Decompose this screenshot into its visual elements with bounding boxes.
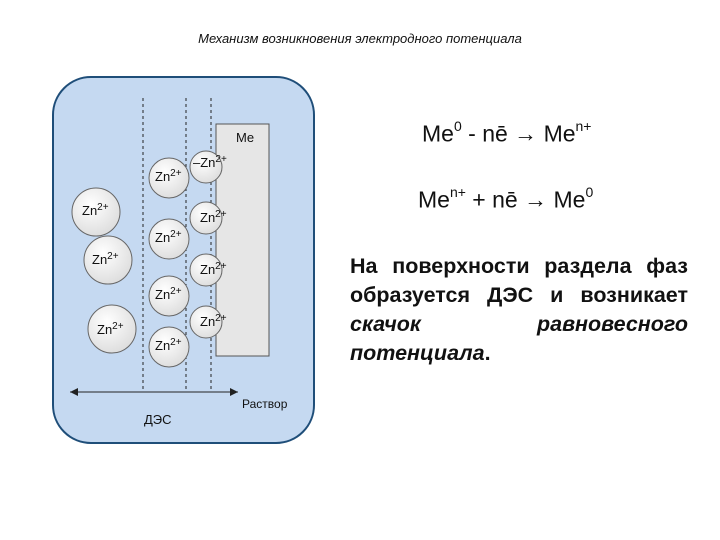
eq1-rhs-sup: n+	[575, 118, 592, 134]
ion: Zn2+	[87, 304, 137, 354]
description-emphasis: скачок равновесного потенциала	[350, 312, 688, 365]
metal-electrode	[215, 123, 270, 357]
eq2-rhs-sup: 0	[585, 184, 594, 200]
eq1-lhs: Me	[422, 120, 454, 147]
eq2-operator: + nē →	[465, 186, 554, 213]
des-arrow	[70, 388, 238, 396]
oxidation-equation: Me0 - nē → Men+	[422, 118, 592, 148]
eq1-operator: - nē →	[461, 120, 544, 147]
slide-title: Механизм возникновения электродного поте…	[198, 31, 522, 46]
ion: Zn2+	[189, 305, 227, 339]
description-lead: На поверхности раздела фаз образуется ДЭ…	[350, 254, 688, 307]
reduction-equation: Men+ + nē → Me0	[418, 184, 594, 214]
ion: Zn2+	[148, 157, 190, 199]
ion: Zn2+	[148, 275, 190, 317]
eq2-rhs: Me	[553, 186, 586, 213]
ion: –Zn2+	[189, 150, 227, 184]
ion: Zn2+	[189, 253, 227, 287]
description-text: На поверхности раздела фаз образуется ДЭ…	[350, 252, 688, 368]
eq1-lhs-sup: 0	[453, 118, 462, 134]
eq2-lhs-sup: n+	[449, 184, 466, 200]
solution-label: Раствор	[242, 397, 288, 411]
ion: Zn2+	[148, 218, 190, 260]
ion: Zn2+	[83, 235, 133, 285]
description-tail: .	[484, 341, 491, 365]
ion: Zn2+	[71, 187, 121, 237]
ion: Zn2+	[189, 201, 227, 235]
ion: Zn2+	[148, 326, 190, 368]
eq2-lhs: Me	[418, 186, 450, 213]
metal-label: Me	[236, 130, 254, 145]
eq1-rhs: Me	[543, 120, 576, 147]
des-label: ДЭС	[144, 412, 172, 427]
